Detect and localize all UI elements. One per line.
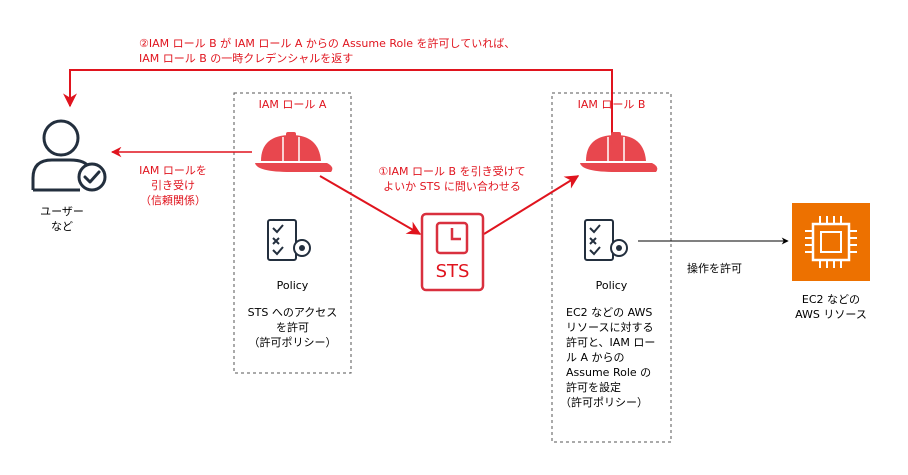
role-b-policy-document-icon (584, 219, 628, 261)
user-check-icon (31, 119, 107, 192)
role-a-hardhat-icon (255, 132, 333, 172)
role-b-desc-line-5: Assume Role の (566, 366, 652, 379)
ec2-label-line-2: AWS リソース (795, 308, 867, 321)
role-b-hardhat-icon (580, 132, 658, 172)
user-label-line-2: など (51, 220, 73, 233)
role-b-desc-line-6: 許可を設定 (566, 381, 621, 394)
sts-label: STS (435, 261, 470, 282)
role-a-desc-line-2: を許可 (276, 321, 309, 334)
role-a-desc-line-1: STS へのアクセス (247, 306, 338, 319)
assume-note-line-1: IAM ロールを (139, 164, 207, 177)
ec2-chip-icon (792, 203, 870, 281)
top-note-line-2: IAM ロール B の一時クレデンシャルを返す (139, 52, 354, 65)
role-b-desc-line-2: リソースに対する (566, 321, 654, 334)
role-a-title: IAM ロール A (258, 98, 327, 111)
assume-note-line-2: 引き受け (151, 179, 195, 192)
return-credentials-arrow (63, 69, 613, 138)
role-a-desc-line-3: （許可ポリシー） (248, 336, 337, 349)
role-a-policy-label: Policy (276, 279, 309, 292)
role-b-desc-line-4: ル A からの (566, 351, 625, 364)
assume-note-line-3: （信頼関係） (140, 194, 206, 207)
sts-note-line-2: よいか STS に問い合わせる (383, 180, 521, 193)
top-note-line-1: ②IAM ロール B が IAM ロール A からの Assume Role を… (139, 37, 516, 50)
role-b-title: IAM ロール B (577, 98, 646, 111)
operate-label: 操作を許可 (687, 262, 742, 275)
role-a-container (233, 92, 352, 374)
role-b-desc-line-3: 許可と、IAM ロー (566, 336, 656, 349)
role-b-desc-line-7: （許可ポリシー） (560, 396, 648, 409)
sts-note-line-1: ①IAM ロール B を引き受けて (378, 165, 526, 178)
ec2-label-line-1: EC2 などの (801, 293, 861, 306)
role-b-policy-label: Policy (595, 279, 628, 292)
user-label-line-1: ユーザー (40, 205, 84, 218)
clock-icon (435, 221, 469, 255)
query-sts-arrow (319, 175, 422, 235)
sts-to-role-b-arrow (483, 175, 580, 235)
sts-service-box (420, 212, 485, 292)
role-a-policy-document-icon (267, 219, 311, 261)
role-b-desc-line-1: EC2 などの AWS (566, 306, 653, 319)
